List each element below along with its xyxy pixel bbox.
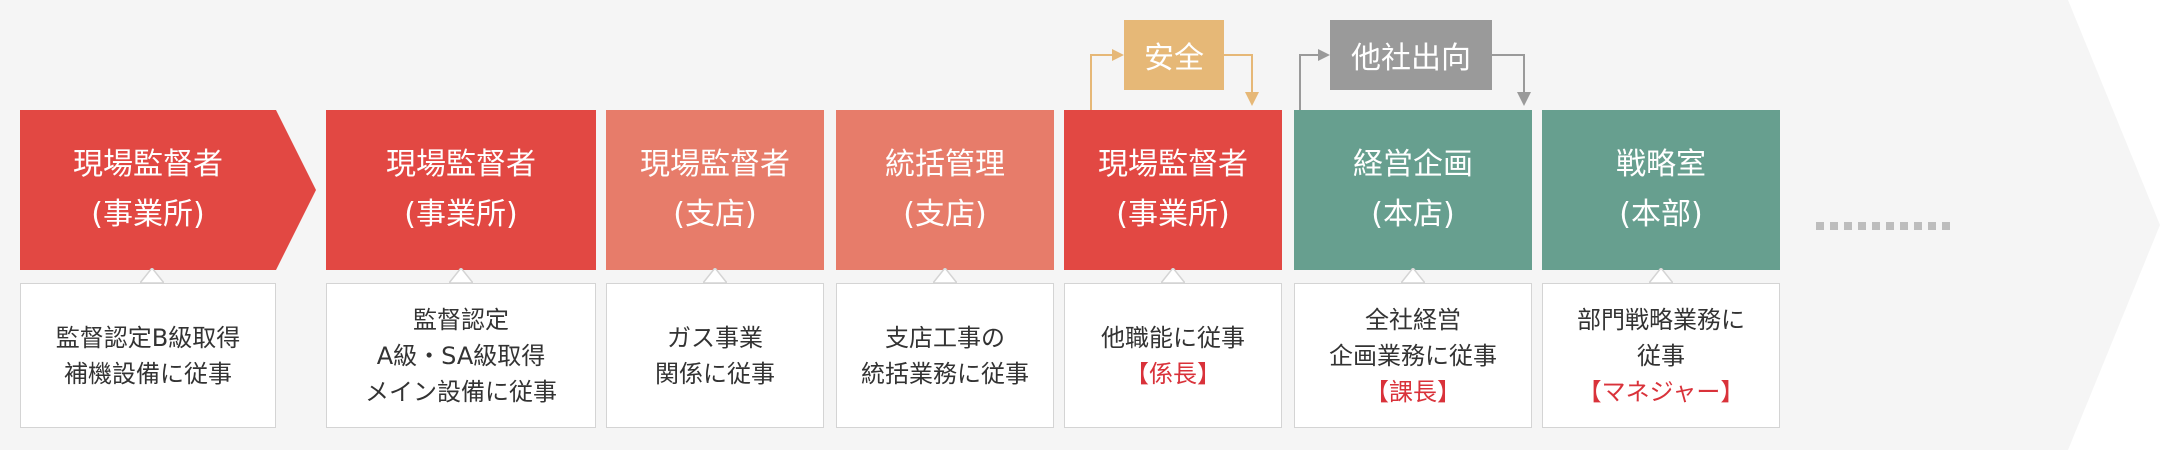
step-7-box: 戦略室 (本部) [1542, 110, 1780, 270]
step-3-box: 現場監督者 (支店) [606, 110, 824, 270]
step-5-role: 【係長】 [1125, 359, 1221, 388]
step-3-subtitle: (支店) [673, 197, 757, 232]
step-3-pointer [703, 268, 727, 284]
step-1-description-line: 監督認定B級取得 [55, 323, 241, 352]
step-1-title: 現場監督者 [73, 147, 223, 182]
step-4-description: 支店工事の 統括業務に従事 [836, 283, 1054, 428]
step-5-pointer [1161, 268, 1185, 284]
step-2-title: 現場監督者 [386, 147, 536, 182]
step-4-description-line: 支店工事の [885, 323, 1005, 352]
step-3-description-line: 関係に従事 [655, 359, 775, 388]
step-7-description-line: 部門戦略業務に [1577, 305, 1745, 334]
continuation-dot [1928, 222, 1936, 230]
step-2-description: 監督認定 A級・SA級取得 メイン設備に従事 [326, 283, 596, 428]
step-4-box: 統括管理 (支店) [836, 110, 1054, 270]
step-7-pointer [1649, 268, 1673, 284]
step-6-role: 【課長】 [1365, 377, 1461, 406]
step-7-description-line: 従事 [1637, 341, 1685, 370]
tag-secondment: 他社出向 [1330, 20, 1492, 90]
tag-safety-label: 安全 [1144, 41, 1204, 76]
step-1-box: 現場監督者 (事業所) [20, 110, 276, 270]
step-2-box: 現場監督者 (事業所) [326, 110, 596, 270]
step-5-title: 現場監督者 [1098, 147, 1248, 182]
step-7-role: 【マネジャー】 [1577, 377, 1745, 406]
step-2-description-line: A級・SA級取得 [376, 341, 546, 370]
step-2-pointer [449, 268, 473, 284]
step-6-description: 全社経営 企画業務に従事 【課長】 [1294, 283, 1532, 428]
step-7-description: 部門戦略業務に 従事 【マネジャー】 [1542, 283, 1780, 428]
step-3-description-line: ガス事業 [667, 323, 763, 352]
continuation-dot [1830, 222, 1838, 230]
step-2-description-line: メイン設備に従事 [365, 377, 557, 406]
step-6-title: 経営企画 [1353, 147, 1473, 182]
step-6-pointer [1401, 268, 1425, 284]
step-4-description-line: 統括業務に従事 [861, 359, 1029, 388]
continuation-dot [1900, 222, 1908, 230]
continuation-dot [1858, 222, 1866, 230]
step-1-pointer [140, 268, 164, 284]
step-6-box: 経営企画 (本店) [1294, 110, 1532, 270]
step-5-description: 他職能に従事 【係長】 [1064, 283, 1282, 428]
continuation-dot [1914, 222, 1922, 230]
step-1-arrow-shape [20, 110, 316, 270]
continuation-dot [1872, 222, 1880, 230]
safety-connector [1090, 49, 1259, 110]
step-1-description-line: 補機設備に従事 [64, 359, 232, 388]
continuation-dots [1816, 222, 1950, 230]
step-5-subtitle: (事業所) [1116, 197, 1230, 232]
step-4-subtitle: (支店) [903, 197, 987, 232]
step-1-description: 監督認定B級取得 補機設備に従事 [20, 283, 276, 428]
step-2-description-line: 監督認定 [413, 305, 509, 334]
tag-safety: 安全 [1124, 20, 1224, 90]
step-6-description-line: 全社経営 [1365, 305, 1461, 334]
step-3-description: ガス事業 関係に従事 [606, 283, 824, 428]
secondment-connector [1299, 49, 1531, 110]
step-4-pointer [933, 268, 957, 284]
step-7-title: 戦略室 [1616, 147, 1706, 182]
step-6-description-line: 企画業務に従事 [1329, 341, 1497, 370]
continuation-dot [1942, 222, 1950, 230]
step-6-subtitle: (本店) [1371, 197, 1455, 232]
step-2-subtitle: (事業所) [404, 197, 518, 232]
continuation-dot [1844, 222, 1852, 230]
step-3-title: 現場監督者 [640, 147, 790, 182]
continuation-dot [1816, 222, 1824, 230]
step-5-description-line: 他職能に従事 [1101, 323, 1245, 352]
step-5-box: 現場監督者 (事業所) [1064, 110, 1282, 270]
step-7-subtitle: (本部) [1619, 197, 1703, 232]
continuation-dot [1886, 222, 1894, 230]
step-1-subtitle: (事業所) [91, 197, 205, 232]
tag-secondment-label: 他社出向 [1351, 41, 1471, 76]
step-4-title: 統括管理 [885, 147, 1005, 182]
